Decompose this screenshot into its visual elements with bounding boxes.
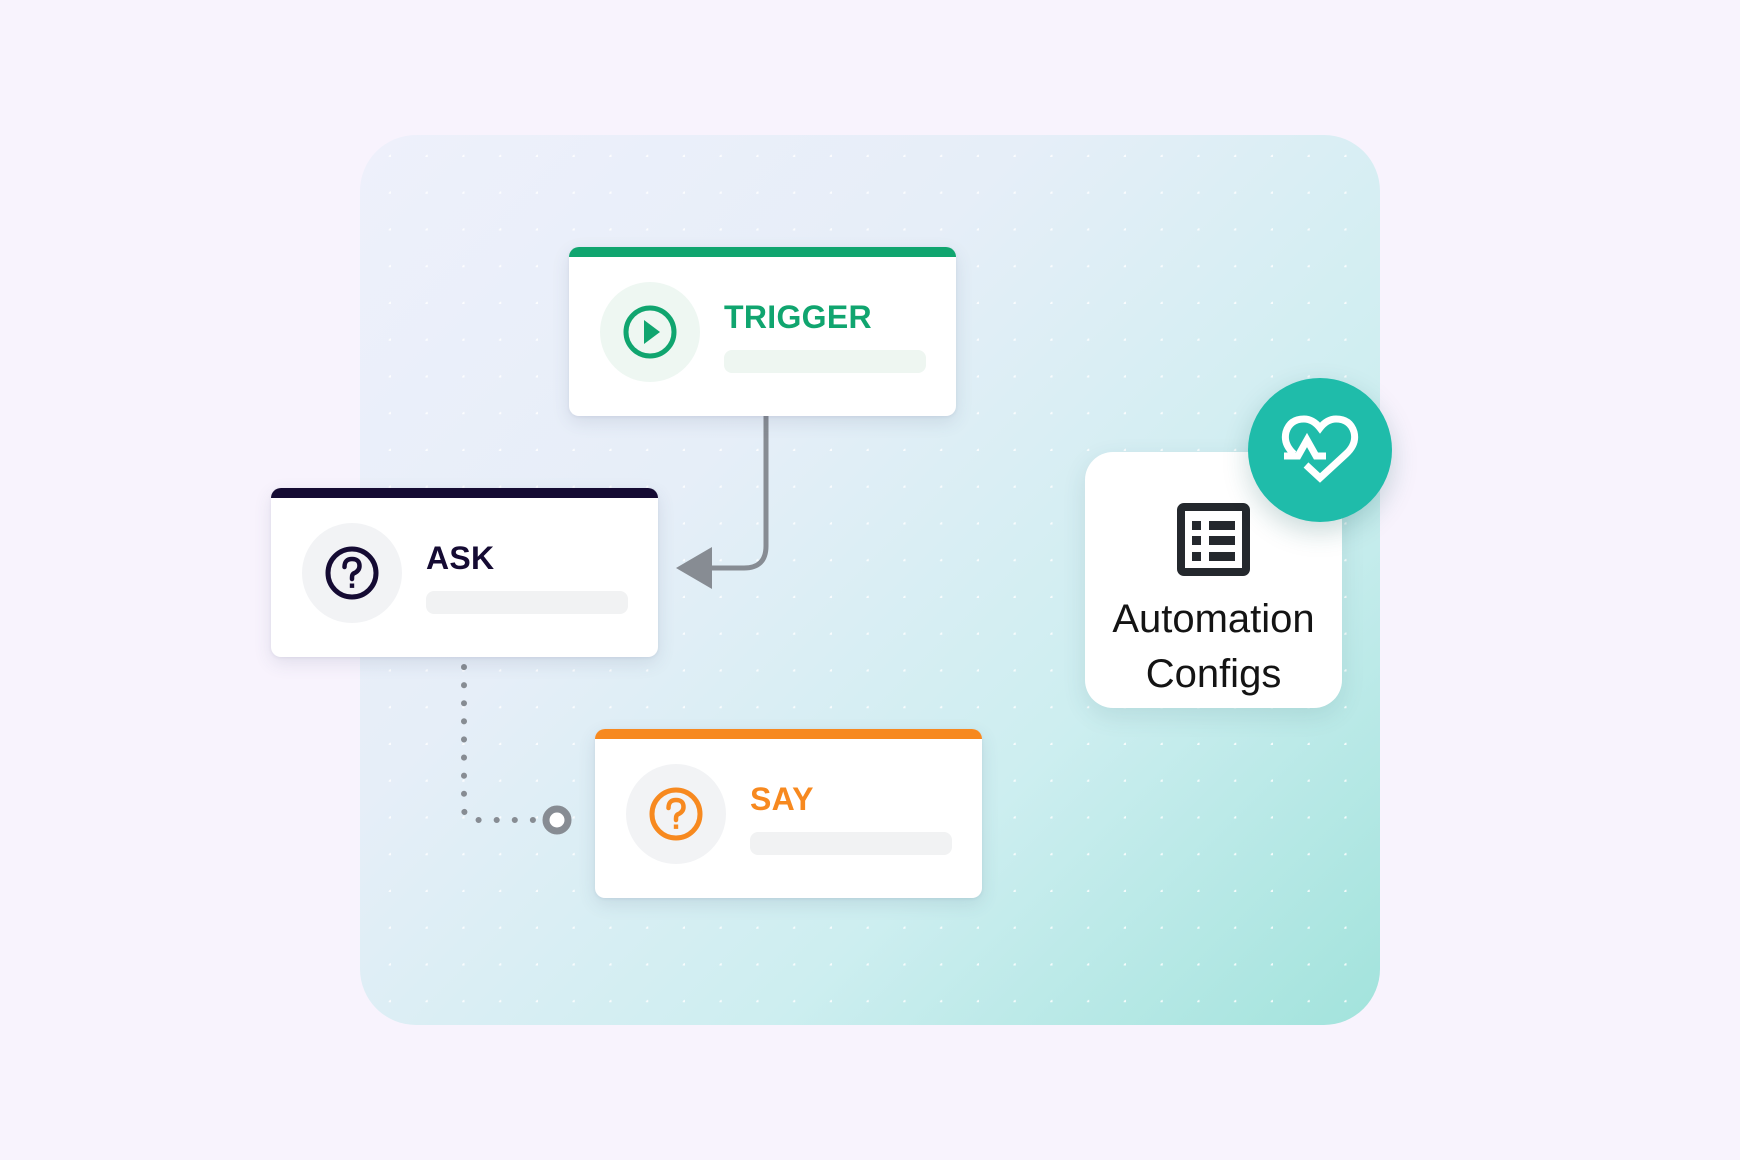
node-title: ASK [426,540,495,576]
node-icon-container [600,282,700,382]
automation-configs-label: Automation Configs [1085,592,1342,702]
node-ask[interactable]: ASK [271,488,658,657]
label-line-2: Configs [1145,652,1282,696]
node-accent-bar [569,247,956,257]
node-description-placeholder [750,832,952,855]
node-description-placeholder [724,350,926,373]
node-icon-container [302,523,402,623]
node-title: TRIGGER [724,299,872,335]
question-circle-icon [325,546,379,600]
node-icon-container [626,764,726,864]
node-trigger[interactable]: TRIGGER [569,247,956,416]
heart-pulse-icon [1281,415,1359,483]
question-circle-icon [649,787,703,841]
node-accent-bar [271,488,658,498]
list-icon [1177,503,1250,576]
node-description-placeholder [426,591,628,614]
label-line-1: Automation [1112,597,1315,641]
node-accent-bar [595,729,982,739]
node-title: SAY [750,781,814,817]
node-say[interactable]: SAY [595,729,982,898]
health-badge [1248,378,1392,522]
play-circle-icon [623,305,677,359]
